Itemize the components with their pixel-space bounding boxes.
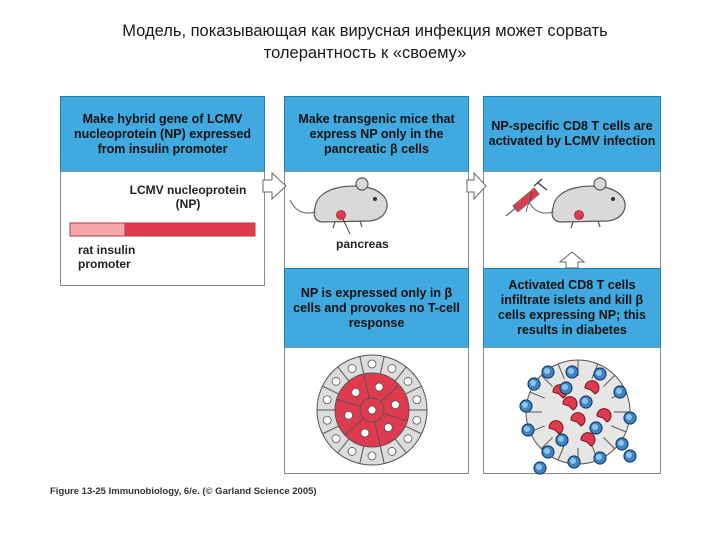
panel-3-header: NP-specific CD8 T cells are activated by…	[483, 96, 661, 172]
islet-cell-wall	[405, 385, 422, 395]
cd8-t-cell-highlight	[626, 452, 632, 458]
islet-cell-wall	[337, 438, 350, 454]
damaged-beta-cell	[570, 412, 586, 427]
cd8-t-cell-highlight	[568, 368, 574, 374]
slide-title: Модель, показывающая как вирусная инфекц…	[122, 22, 608, 62]
damaged-beta-cell	[596, 408, 612, 423]
beta-cell-wall	[363, 373, 370, 399]
islet-cell-wall	[337, 366, 350, 382]
islet-cell-wall	[529, 391, 545, 399]
islet-nucleus	[412, 415, 422, 425]
panel-1-header: Make hybrid gene of LCMV nucleoprotein (…	[60, 96, 265, 172]
np-label: LCMV nucleoprotein (NP)	[129, 183, 247, 211]
cd8-t-cell-highlight	[596, 454, 602, 460]
beta-cell-wall	[336, 398, 361, 407]
islet-cell-wall	[540, 374, 553, 387]
islet-nucleus	[347, 447, 357, 456]
damaged-beta-cell	[580, 432, 596, 447]
beta-cell-nucleus	[374, 382, 384, 392]
beta-cell-nucleus	[391, 400, 400, 410]
arrow-right-icon-1	[262, 171, 287, 201]
beta-cell-nucleus	[344, 410, 353, 420]
islet-cell-wall	[557, 445, 565, 461]
islet-cell-wall	[359, 445, 365, 464]
damaged-beta-cell	[562, 396, 578, 411]
np-segment	[124, 222, 256, 237]
islet-cell-wall	[405, 425, 422, 435]
cd8-t-cell-highlight	[596, 370, 602, 376]
islet-nucleus	[367, 451, 377, 461]
islet-cell-wall	[359, 356, 365, 375]
islet-nucleus	[322, 415, 332, 425]
islet-nucleus	[331, 376, 341, 386]
islet-nucleus	[412, 395, 422, 405]
promoter-label: rat insulin promoter	[78, 243, 136, 271]
beta-cell-wall	[344, 417, 364, 436]
panel-2-header: Make transgenic mice that express NP onl…	[284, 96, 469, 172]
cd8-t-cell-highlight	[536, 464, 542, 470]
islet-infiltrated	[519, 359, 637, 475]
cd8-t-cell-highlight	[570, 458, 576, 464]
islet-nucleus	[403, 434, 413, 444]
arrow-down-icon-3	[558, 251, 586, 269]
islet-nucleus	[322, 395, 332, 405]
cd8-t-cell-highlight	[626, 414, 632, 420]
islet-cell-wall	[603, 374, 616, 387]
islet-nucleus	[387, 364, 397, 373]
islet-nucleus	[367, 359, 377, 369]
damaged-beta-cell	[548, 420, 564, 435]
cd8-t-cell-highlight	[544, 448, 550, 454]
beta-cell-nucleus	[351, 387, 361, 397]
cd8-t-cell-highlight	[592, 424, 598, 430]
beta-cell-nucleus	[383, 423, 393, 433]
syringe-icon	[505, 178, 548, 217]
gene-construct	[69, 222, 256, 237]
beta-cell-center	[359, 397, 385, 423]
islet-cell-wall	[394, 438, 407, 454]
islet-nucleus	[331, 434, 341, 444]
cd8-t-cell-highlight	[616, 388, 622, 394]
islet-nucleus	[387, 447, 397, 456]
beta-cell-wall	[374, 421, 381, 447]
islet-cell-wall	[540, 437, 553, 450]
pancreas-label: pancreas	[336, 237, 389, 251]
cd8-t-cell-highlight	[582, 398, 588, 404]
cd8-t-cell-highlight	[562, 384, 568, 390]
beta-cell-wall	[380, 384, 400, 403]
islet-cell-wall	[322, 425, 339, 435]
islet-nucleus	[347, 364, 357, 373]
beta-cell-nucleus	[367, 405, 377, 415]
figure-caption: Figure 13-25 Immunobiology, 6/e. (© Garl…	[50, 486, 317, 497]
beta-cell-nucleus	[360, 428, 370, 438]
islet-cell-wall	[322, 385, 339, 395]
beta-cell-wall	[383, 413, 408, 422]
cd8-t-cell-highlight	[558, 436, 564, 442]
islet-nucleus	[403, 376, 413, 386]
islet-healthy	[316, 354, 428, 466]
cd8-t-cell-highlight	[618, 440, 624, 446]
panel-4-header: NP is expressed only in β cells and prov…	[284, 268, 469, 348]
mouse-icon-2	[527, 177, 626, 229]
islet-cell-wall	[557, 363, 565, 379]
islet-cell-wall	[379, 445, 385, 464]
pancreas-dot	[336, 210, 346, 220]
cd8-t-cell-highlight	[524, 426, 530, 432]
promoter-segment	[69, 222, 126, 237]
cd8-t-cell-highlight	[530, 380, 536, 386]
mouse-icon-1	[289, 177, 388, 235]
damaged-beta-cell	[584, 380, 600, 395]
islet-cell-wall	[379, 356, 385, 375]
islet-cell-wall	[603, 437, 616, 450]
cd8-t-cell-highlight	[544, 368, 550, 374]
islet-cell-wall	[394, 366, 407, 382]
cd8-t-cell-highlight	[522, 402, 528, 408]
arrow-right-icon-2	[466, 171, 487, 201]
islet-cell-wall	[611, 425, 627, 433]
